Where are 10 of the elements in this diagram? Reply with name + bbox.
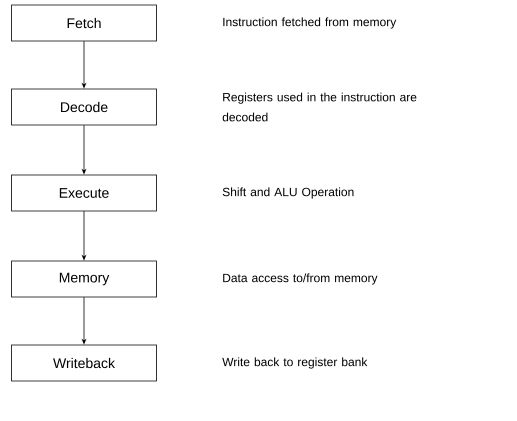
- description-text: Registers used in the instruction are decoded: [222, 92, 416, 122]
- process-box: Fetch: [11, 4, 157, 42]
- process-box: Execute: [11, 174, 157, 212]
- process-box: Writeback: [11, 344, 157, 382]
- description-text: Instruction fetched from memory: [223, 17, 396, 29]
- process-box: Decode: [11, 88, 157, 126]
- description-text: Shift and ALU Operation: [222, 187, 354, 199]
- process-box: Memory: [11, 260, 157, 298]
- description-text: Write back to register bank: [222, 357, 368, 369]
- description-text: Data access to/from memory: [223, 273, 378, 285]
